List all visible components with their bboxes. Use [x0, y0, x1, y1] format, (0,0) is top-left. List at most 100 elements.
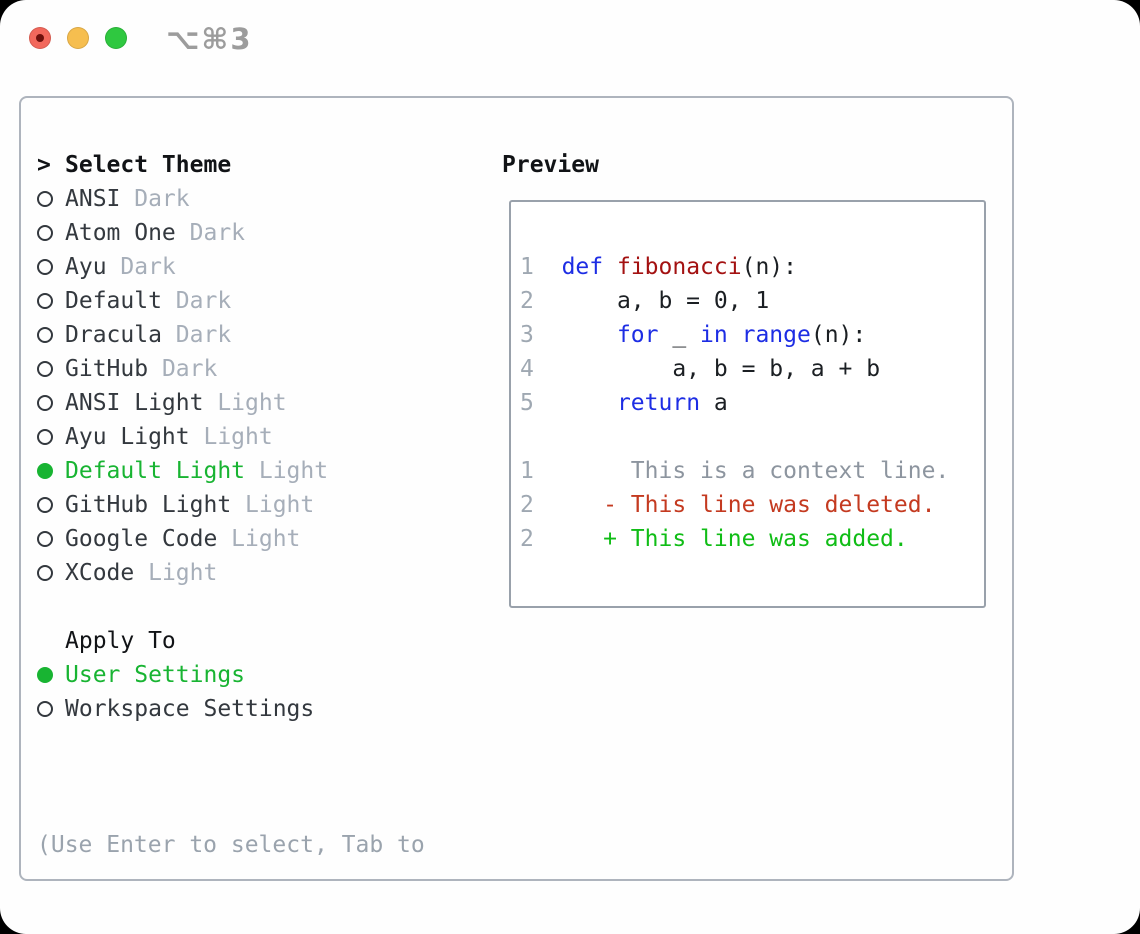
theme-variant: Light — [217, 390, 287, 416]
preview-line: 1 def fibonacci(n): — [520, 250, 984, 284]
theme-option[interactable]: Ayu Light Light — [37, 420, 425, 454]
close-dot-icon — [36, 34, 44, 42]
close-button[interactable] — [29, 27, 51, 49]
apply-to-header-row: Apply To — [37, 624, 425, 658]
code-segment: + This line was added. — [603, 526, 908, 552]
code-segment — [603, 254, 617, 280]
code-segment: a, b = b, a + b — [533, 356, 881, 382]
theme-variant: Light — [148, 560, 218, 586]
theme-list-heading: Select Theme — [65, 152, 232, 178]
apply-to-option[interactable]: User Settings — [37, 658, 425, 692]
help-text: (Use Enter to select, Tab to change focu… — [37, 760, 425, 934]
theme-name: Ayu — [65, 254, 107, 280]
preview-column: Preview 1 def fibonacci(n):2 a, b = 0, 1… — [502, 148, 986, 608]
apply-to-label: Workspace Settings — [65, 696, 315, 722]
theme-name: GitHub Light — [65, 492, 232, 518]
theme-name: Default Light — [65, 458, 246, 484]
radio-unselected-icon — [37, 191, 65, 207]
code-segment — [728, 322, 742, 348]
titlebar: ⌥⌘3 — [0, 0, 1140, 76]
theme-option[interactable]: XCode Light — [37, 556, 425, 590]
theme-name: Atom One — [65, 220, 176, 246]
radio-unselected-icon — [37, 361, 65, 377]
theme-name: ANSI Light — [65, 390, 204, 416]
apply-to-heading: Apply To — [65, 628, 176, 654]
spacer — [37, 590, 425, 624]
radio-unselected-icon — [37, 497, 65, 513]
code-segment: in — [700, 322, 728, 348]
theme-variant: Light — [203, 424, 273, 450]
minimize-button[interactable] — [67, 27, 89, 49]
line-number: 2 — [520, 492, 534, 518]
help-line-2: change focus) — [37, 930, 425, 934]
theme-name: GitHub — [65, 356, 149, 382]
radio-unselected-icon — [37, 293, 65, 309]
radio-unselected-icon — [37, 701, 65, 717]
preview-line: 5 return a — [520, 386, 984, 420]
theme-variant: Dark — [175, 288, 232, 314]
radio-unselected-icon — [37, 259, 65, 275]
preview-header-row: Preview — [502, 148, 986, 182]
theme-option[interactable]: Default Light Light — [37, 454, 425, 488]
radio-unselected-icon — [37, 327, 65, 343]
apply-to-label: User Settings — [65, 662, 246, 688]
theme-name: XCode — [65, 560, 135, 586]
selection-prompt: > — [37, 152, 51, 178]
line-number: 3 — [520, 322, 534, 348]
preview-line — [520, 420, 984, 454]
theme-variant: Light — [245, 492, 315, 518]
theme-name: Google Code — [65, 526, 218, 552]
theme-variant: Dark — [161, 356, 218, 382]
theme-variant: Light — [258, 458, 329, 484]
spacer — [37, 726, 425, 760]
theme-option[interactable]: ANSI Dark — [37, 182, 425, 216]
theme-option[interactable]: Atom One Dark — [37, 216, 425, 250]
code-segment: (n): — [741, 254, 797, 280]
apply-to-option[interactable]: Workspace Settings — [37, 692, 425, 726]
line-number: 5 — [520, 390, 534, 416]
preview-heading: Preview — [502, 152, 599, 178]
theme-option[interactable]: GitHub Dark — [37, 352, 425, 386]
line-number: 2 — [520, 288, 534, 314]
code-segment — [534, 390, 617, 416]
theme-name: Dracula — [65, 322, 162, 348]
theme-option[interactable]: GitHub Light Light — [37, 488, 425, 522]
preview-line: 2 - This line was deleted. — [520, 488, 984, 522]
preview-line: 2 a, b = 0, 1 — [520, 284, 984, 318]
theme-option[interactable]: Google Code Light — [37, 522, 425, 556]
preview-line: 3 for _ in range(n): — [520, 318, 984, 352]
theme-variant: Dark — [189, 220, 246, 246]
radio-unselected-icon — [37, 531, 65, 547]
radio-selected-icon — [37, 463, 65, 479]
code-segment: return — [616, 390, 701, 416]
line-number: 1 — [520, 458, 534, 484]
theme-name: Ayu Light — [65, 424, 190, 450]
preview-line: 1 This is a context line. — [520, 454, 984, 488]
line-number: 4 — [520, 356, 534, 382]
code-segment: for — [616, 322, 659, 348]
theme-option[interactable]: ANSI Light Light — [37, 386, 425, 420]
radio-selected-icon — [37, 667, 65, 683]
line-number: 1 — [520, 254, 534, 280]
code-segment: fibonacci — [616, 254, 742, 280]
theme-variant: Light — [231, 526, 301, 552]
theme-variant: Dark — [134, 186, 190, 212]
code-segment: a, b = 0, 1 — [533, 288, 770, 314]
code-segment: a — [700, 390, 728, 416]
code-segment: def — [561, 254, 604, 280]
maximize-button[interactable] — [105, 27, 127, 49]
line-number: 2 — [520, 526, 534, 552]
theme-name: ANSI — [65, 186, 121, 212]
code-segment: range — [741, 322, 811, 348]
code-segment — [534, 254, 562, 280]
